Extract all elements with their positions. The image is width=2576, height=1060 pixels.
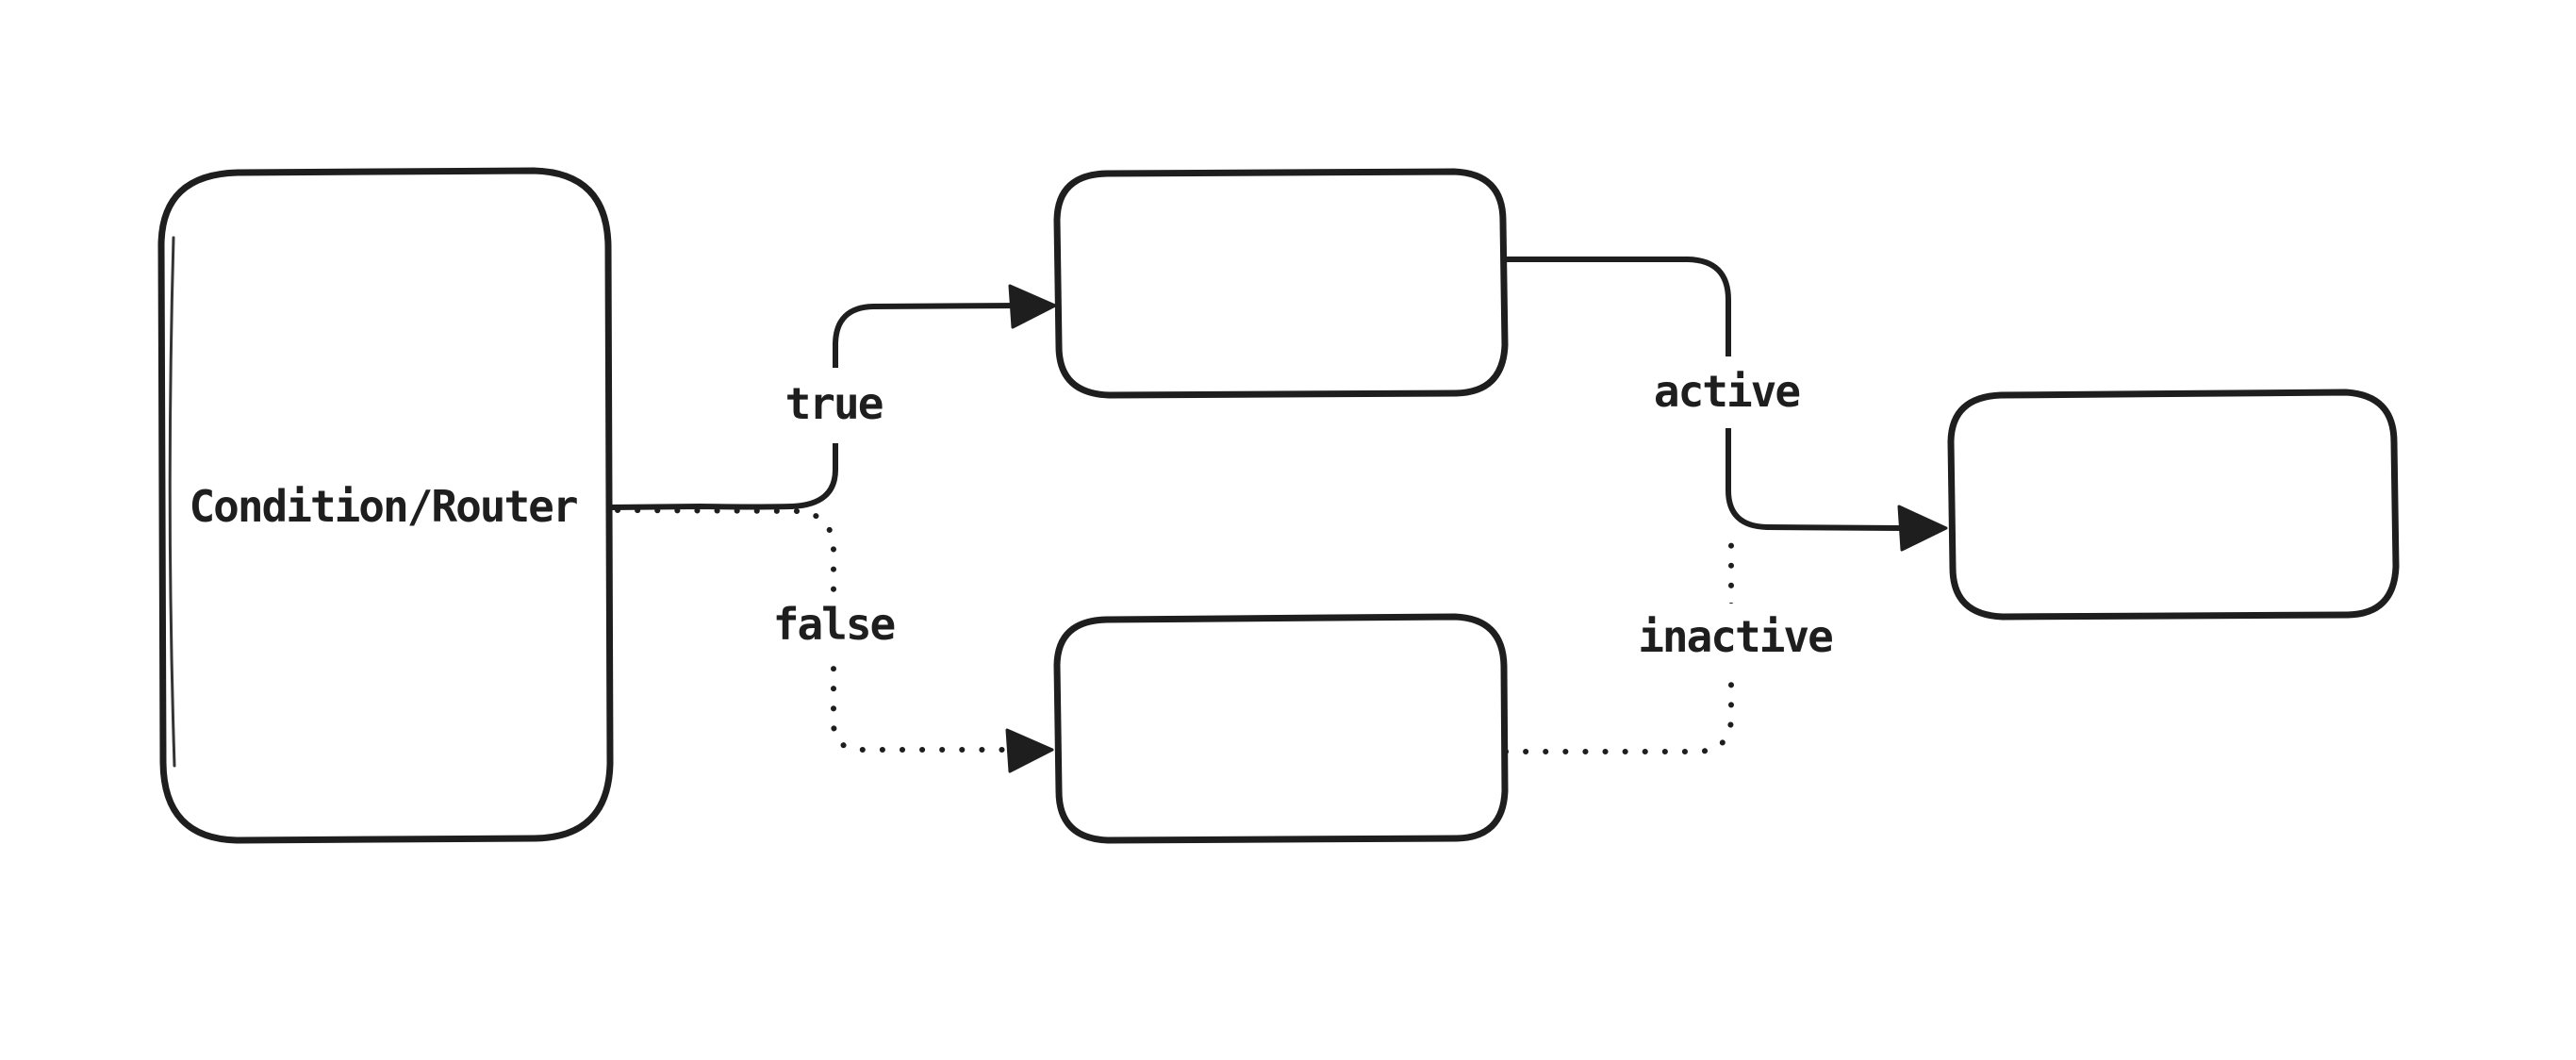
edge-active-arrowhead-icon	[1897, 505, 1948, 552]
edge-true-arrowhead-icon	[1008, 284, 1057, 329]
edge-inactive-line	[1503, 531, 1734, 754]
edge-true	[608, 284, 1057, 510]
edge-false	[615, 507, 1054, 773]
node-false-branch-target-shape	[1053, 613, 1509, 844]
edge-inactive-label-group: inactive	[1633, 604, 1837, 671]
edge-false-line	[615, 507, 1012, 753]
node-true-branch-target	[1053, 168, 1509, 399]
edge-inactive	[1503, 531, 1734, 754]
node-result-shape	[1947, 389, 2400, 621]
edge-false-label-bg	[766, 592, 901, 658]
node-condition-router-overdraw	[168, 236, 176, 768]
edge-false-label: false	[773, 599, 895, 650]
edge-true-line	[608, 303, 1026, 510]
edge-true-label-group: true	[783, 368, 886, 443]
edge-inactive-label: inactive	[1638, 611, 1832, 662]
edge-active-label: active	[1654, 366, 1799, 417]
edge-active-label-bg	[1648, 356, 1805, 428]
node-false-branch-target	[1053, 613, 1509, 844]
node-condition-router-label: Condition/Router	[189, 481, 576, 532]
edge-inactive-label-bg	[1633, 604, 1837, 671]
node-true-branch-target-shape	[1053, 168, 1509, 399]
edge-true-label-bg	[783, 368, 886, 443]
node-condition-router-shape	[157, 167, 614, 844]
node-result	[1947, 389, 2400, 621]
edge-active-label-group: active	[1648, 356, 1805, 428]
edge-true-label: true	[785, 378, 883, 429]
edge-false-arrowhead-icon	[1005, 728, 1054, 773]
node-condition-router: Condition/Router	[157, 167, 614, 844]
edge-false-label-group: false	[766, 592, 901, 658]
